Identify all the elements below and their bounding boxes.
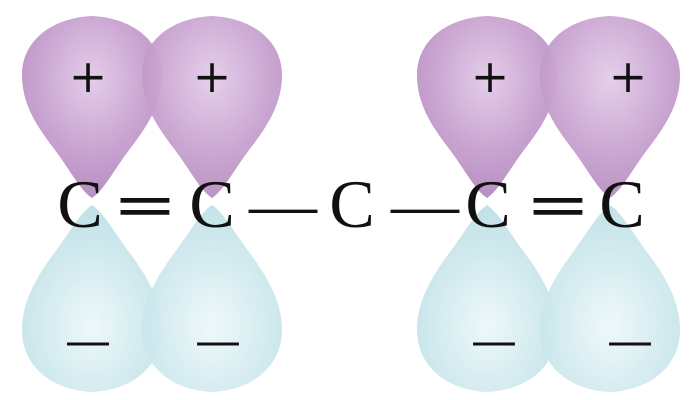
orbital-sign-lower-4: — [607, 313, 653, 367]
orbital-sign-upper-1: + [69, 49, 108, 103]
orbital-lobe-lower-1 [22, 205, 162, 392]
orbital-lobe-upper-1 [22, 16, 162, 198]
orbital-sign-lower-1: — [65, 313, 111, 367]
carbon-atom-1: C [57, 166, 102, 242]
orbital-lobe-upper-3 [417, 16, 557, 198]
orbital-sign-upper-2: + [193, 49, 232, 103]
bond-double-1: ═ [120, 166, 170, 242]
bond-double-2: ═ [533, 166, 583, 242]
carbon-atom-5: C [599, 166, 644, 242]
orbital-lobe-lower-3 [417, 205, 557, 392]
orbital-sign-upper-3: + [471, 49, 510, 103]
orbital-pair-right [417, 16, 680, 392]
carbon-chain: C ═ C — C — C ═ C [57, 166, 644, 242]
orbital-sign-upper-4: + [609, 49, 648, 103]
carbon-atom-4: C [465, 166, 510, 242]
orbital-sign-lower-3: — [471, 313, 517, 367]
orbital-lobe-lower-2 [142, 205, 282, 392]
bond-single-2: — [390, 166, 460, 242]
bond-single-1: — [248, 166, 318, 242]
orbital-lobe-lower-4 [540, 205, 680, 392]
orbital-lobe-upper-2 [142, 16, 282, 198]
orbital-pair-left [22, 16, 282, 392]
carbon-atom-3: C [329, 166, 374, 242]
carbon-atom-2: C [189, 166, 234, 242]
orbital-lobe-upper-4 [540, 16, 680, 198]
orbital-sign-lower-2: — [195, 313, 241, 367]
